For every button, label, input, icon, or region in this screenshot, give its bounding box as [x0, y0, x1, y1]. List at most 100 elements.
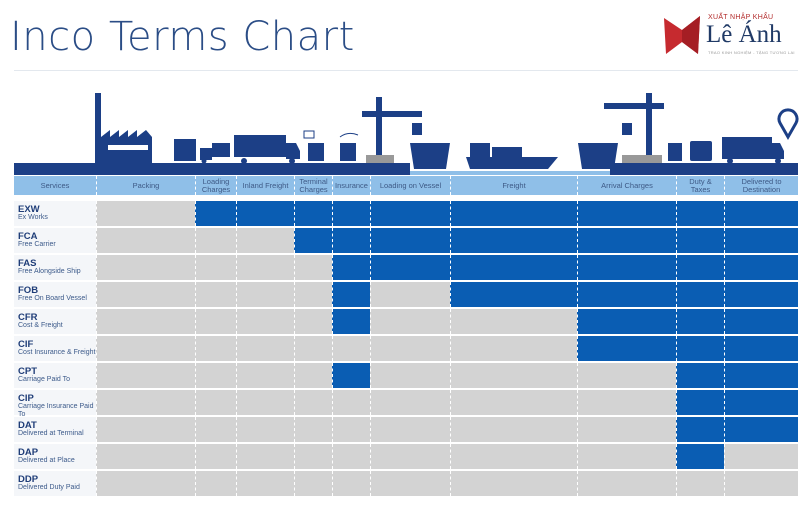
term-code: DAP: [18, 447, 39, 458]
header-inland-freight: Inland Freight: [236, 176, 294, 195]
uncovered-cell: [96, 336, 195, 361]
uncovered-cell: [332, 336, 370, 361]
dock-left: [14, 163, 410, 175]
covered-cell: [676, 363, 724, 388]
term-code: FCA: [18, 231, 38, 242]
logistics-illustration: [14, 93, 799, 175]
crane-icon: [362, 97, 422, 163]
covered-cell: [724, 309, 798, 334]
covered-cell: [724, 417, 798, 442]
logo-tagline: TRAO KINH NGHIỆM - TẶNG TƯƠNG LAI: [708, 50, 795, 55]
covered-cell: [724, 363, 798, 388]
covered-cell: [724, 282, 798, 307]
uncovered-cell: [96, 390, 195, 415]
uncovered-cell: [236, 417, 294, 442]
term-name: Free Alongside Ship: [18, 268, 81, 275]
header-loading-charges: Loading Charges: [195, 176, 236, 195]
uncovered-cell: [236, 228, 294, 253]
uncovered-cell: [450, 417, 577, 442]
covered-cell: [676, 282, 724, 307]
uncovered-cell: [236, 255, 294, 280]
location-pin-icon: [777, 108, 799, 141]
uncovered-cell: [195, 228, 236, 253]
uncovered-cell: [450, 363, 577, 388]
header-services: Services: [40, 180, 70, 190]
uncovered-cell: [370, 444, 450, 469]
uncovered-cell: [96, 228, 195, 253]
uncovered-cell: [724, 471, 798, 496]
uncovered-cell: [370, 417, 450, 442]
documents-icon: [303, 130, 315, 139]
uncovered-cell: [370, 336, 450, 361]
covered-cell: [676, 390, 724, 415]
pallet-icon: [174, 139, 196, 161]
covered-cell: [332, 282, 370, 307]
uncovered-cell: [294, 336, 332, 361]
uncovered-cell: [236, 309, 294, 334]
ship-icon: [410, 143, 450, 169]
water: [410, 171, 610, 175]
term-name: Cost & Freight: [18, 322, 63, 329]
uncovered-cell: [577, 363, 676, 388]
covered-cell: [577, 201, 676, 226]
factory-icon: [95, 93, 152, 163]
term-name: Cost Insurance & Freight: [18, 349, 96, 356]
term-name: Carriage Paid To: [18, 376, 71, 383]
term-name: Delivered at Terminal: [18, 430, 84, 437]
covered-cell: [676, 417, 724, 442]
uncovered-cell: [450, 336, 577, 361]
term-code: CFR: [18, 312, 38, 323]
term-name: Ex Works: [18, 214, 48, 221]
divider: [14, 70, 798, 71]
covered-cell: [676, 201, 724, 226]
covered-cell: [724, 228, 798, 253]
header-freight: Freight: [450, 176, 577, 195]
covered-cell: [236, 201, 294, 226]
uncovered-cell: [577, 444, 676, 469]
uncovered-cell: [236, 282, 294, 307]
term-name: Free On Board Vessel: [18, 295, 87, 302]
uncovered-cell: [294, 282, 332, 307]
uncovered-cell: [236, 363, 294, 388]
uncovered-cell: [332, 417, 370, 442]
header-arrival-charges: Arrival Charges: [577, 176, 676, 195]
uncovered-cell: [236, 390, 294, 415]
pallet-icon: [668, 143, 682, 161]
term-code: DAT: [18, 420, 37, 431]
header-duty-taxes: Duty & Taxes: [676, 176, 724, 195]
term-code: CPT: [18, 366, 37, 377]
header-delivered-to-destination: Delivered to Destination: [724, 176, 798, 195]
covered-cell: [195, 201, 236, 226]
uncovered-cell: [96, 417, 195, 442]
logo-mark-icon: [664, 16, 700, 54]
uncovered-cell: [294, 309, 332, 334]
dock-right: [610, 163, 798, 175]
uncovered-cell: [195, 255, 236, 280]
truck-icon: [722, 137, 784, 164]
forklift-icon: [200, 143, 230, 164]
covered-cell: [370, 255, 450, 280]
page-title: Inco Terms Chart: [10, 14, 355, 60]
uncovered-cell: [195, 282, 236, 307]
uncovered-cell: [195, 363, 236, 388]
uncovered-cell: [332, 444, 370, 469]
uncovered-cell: [450, 390, 577, 415]
uncovered-cell: [294, 444, 332, 469]
uncovered-cell: [96, 471, 195, 496]
ship-icon: [578, 143, 618, 169]
uncovered-cell: [370, 390, 450, 415]
term-code: FAS: [18, 258, 37, 269]
ship-icon: [466, 143, 558, 169]
covered-cell: [676, 336, 724, 361]
covered-cell: [370, 228, 450, 253]
header-loading-on-vessel: Loading on Vessel: [370, 176, 450, 195]
term-code: DDP: [18, 474, 39, 485]
